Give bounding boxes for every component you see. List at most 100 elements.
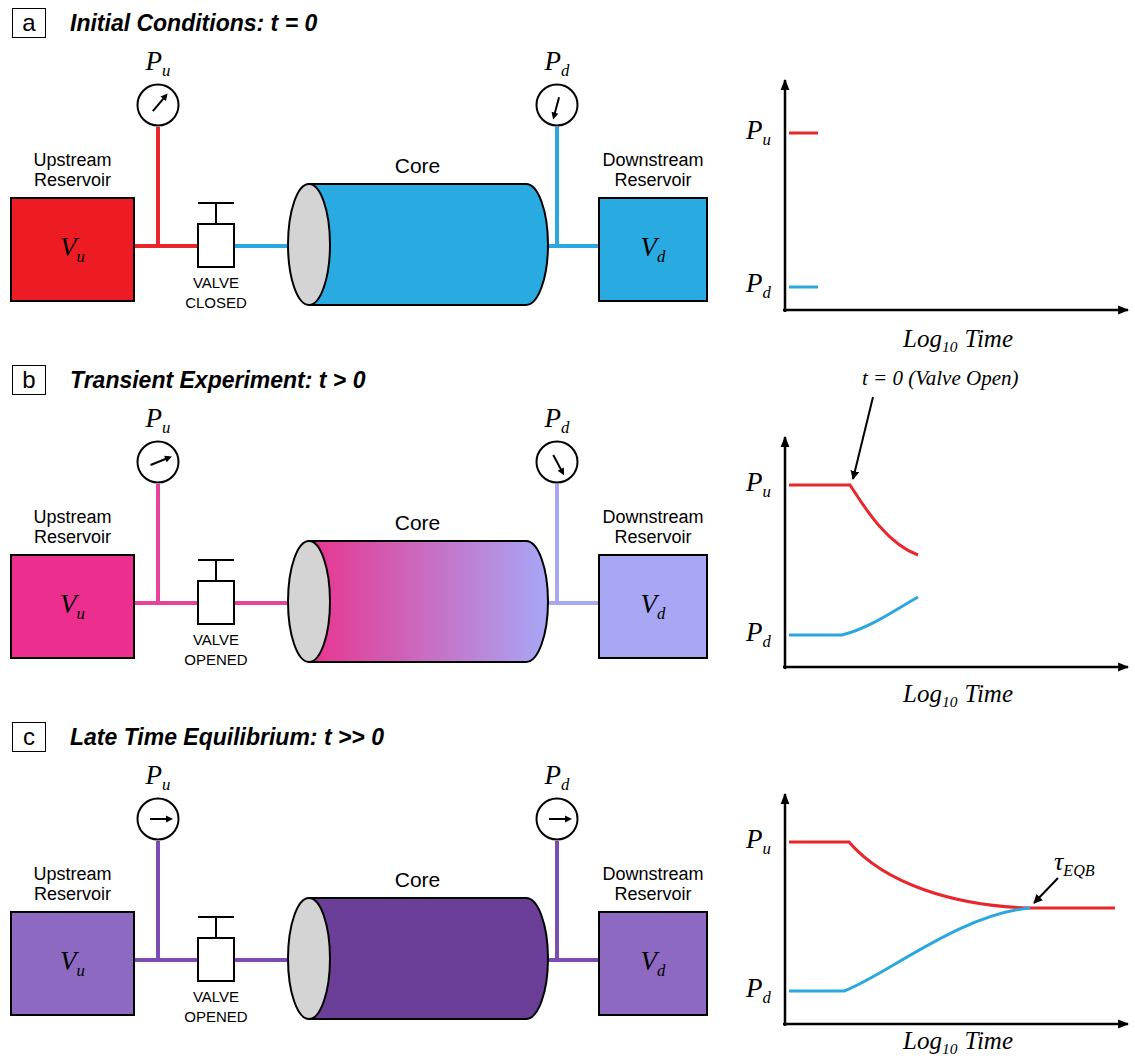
axis-label: Pu (746, 116, 771, 149)
annotation-text: τ (1054, 847, 1063, 876)
core-cylinder: Core (287, 897, 548, 1020)
volume-symbol: V (60, 946, 77, 976)
valve-state: VALVE OPENED (184, 988, 247, 1025)
valve-state: VALVE OPENED (184, 631, 247, 668)
gauge-needle-head (565, 816, 572, 823)
core-heading: Core (395, 154, 441, 177)
axis-label: Pu (746, 825, 771, 858)
volume-symbol: V (60, 232, 77, 262)
pressure-subscript: u (162, 61, 170, 80)
panel-letter-box: a (12, 8, 46, 38)
gauge-symbol (535, 797, 579, 841)
reservoir-box: Downstream ReservoirVd (598, 911, 708, 1016)
reservoir-heading: Upstream Reservoir (7, 507, 139, 548)
pressure-gauge: Pu (136, 797, 180, 841)
valve-state: VALVE CLOSED (185, 274, 247, 311)
valve-box: VALVE CLOSED (197, 223, 235, 268)
reservoir-heading: Downstream Reservoir (587, 507, 719, 548)
pipe (235, 958, 287, 962)
axis-label-text: u (763, 130, 771, 149)
pipe (235, 601, 287, 605)
downstream-curve (789, 908, 1030, 991)
gauge-symbol (535, 83, 579, 127)
volume-label: Vu (60, 948, 85, 980)
axis-label-text: P (746, 973, 763, 1003)
axis-label-text: d (763, 632, 771, 651)
reservoir-heading: Upstream Reservoir (7, 150, 139, 191)
axis-label: Pu (746, 468, 771, 501)
valve-stem (198, 203, 234, 223)
core-cylinder: Core (287, 183, 548, 306)
axis-label-text: P (746, 824, 763, 854)
pipe (135, 484, 158, 603)
reservoir-name: Downstream Reservoir (602, 150, 703, 191)
pipe (135, 601, 197, 605)
y-axis (784, 794, 787, 1026)
axis-label-text: u (763, 482, 771, 501)
axis-label-text: u (763, 839, 771, 858)
valve-label: VALVE CLOSED (174, 273, 258, 312)
gauge-dial (537, 799, 578, 840)
core-body (309, 184, 548, 305)
pipe (135, 841, 158, 960)
pipe (235, 244, 287, 248)
pipe (557, 484, 598, 603)
gauge-needle-head (164, 456, 172, 462)
gauge-needle-head (160, 94, 167, 102)
core-body (309, 898, 548, 1019)
upstream-curve (789, 485, 918, 555)
panel-letter-box: c (12, 722, 46, 752)
volume-subscript: d (657, 247, 665, 266)
pressure-symbol: P (545, 403, 562, 433)
upstream-curve (789, 842, 1115, 908)
core-shape (287, 183, 548, 306)
core-face (288, 898, 330, 1019)
pipe (557, 127, 598, 246)
reservoir-name: Downstream Reservoir (602, 507, 703, 548)
panel-letter-box: b (12, 365, 46, 395)
core-shape (287, 540, 548, 663)
annotation-arrow (1034, 878, 1058, 903)
panel-letter: a (22, 11, 35, 35)
reservoir-name: Upstream Reservoir (33, 864, 111, 905)
valve-label: VALVE OPENED (174, 630, 258, 669)
valve-stem (198, 560, 234, 580)
gauge-symbol (136, 83, 180, 127)
pressure-subscript: d (561, 61, 569, 80)
x-axis (783, 309, 1128, 312)
core-body (309, 541, 548, 662)
pressure-subscript: u (162, 775, 170, 794)
reservoir-box: Downstream ReservoirVd (598, 554, 708, 659)
gauge-symbol (136, 797, 180, 841)
reservoir-heading: Downstream Reservoir (587, 864, 719, 905)
core-shape (287, 897, 548, 1020)
axis-label: Pd (746, 974, 771, 1007)
axis-title: Log10Time (903, 1027, 1013, 1057)
gauge-dial (138, 442, 179, 483)
axis-title-text: Log (903, 325, 942, 352)
volume-symbol: V (641, 232, 658, 262)
pressure-gauge: Pd (535, 797, 579, 841)
y-axis (784, 437, 787, 669)
panel-title: Late Time Equilibrium: t >> 0 (70, 725, 384, 750)
volume-subscript: d (657, 961, 665, 980)
panel-title-text: Transient Experiment: t > 0 (70, 367, 365, 393)
x-axis (783, 1023, 1128, 1026)
reservoir-name: Upstream Reservoir (33, 507, 111, 548)
gauge-label: Pd (545, 404, 570, 437)
gauge-symbol (136, 440, 180, 484)
volume-subscript: d (657, 604, 665, 623)
pressure-subscript: u (162, 418, 170, 437)
pressure-symbol: P (146, 46, 163, 76)
core-name: Core (395, 511, 441, 534)
panel-title-text: Initial Conditions: t = 0 (70, 10, 317, 36)
volume-label: Vu (60, 234, 85, 266)
gauge-label: Pu (146, 404, 171, 437)
pressure-symbol: P (545, 46, 562, 76)
gauge-label: Pd (545, 47, 570, 80)
axis-label: Pd (746, 269, 771, 302)
valve-label: VALVE OPENED (174, 987, 258, 1026)
volume-subscript: u (77, 247, 85, 266)
